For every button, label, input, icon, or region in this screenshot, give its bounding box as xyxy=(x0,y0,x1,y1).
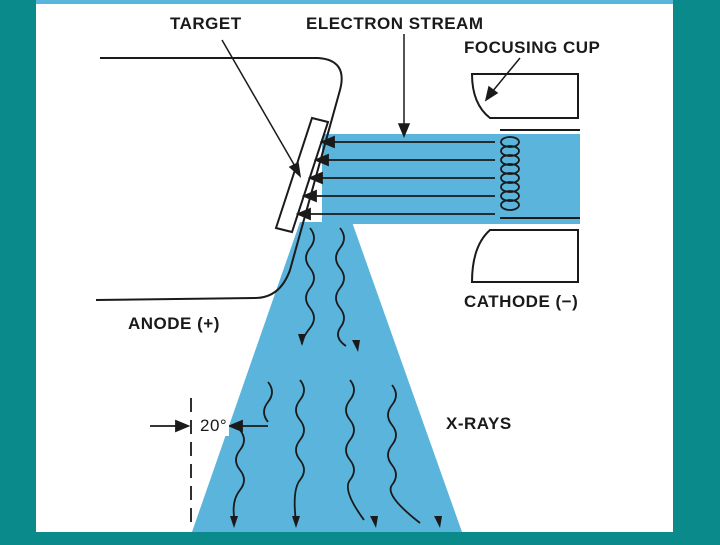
focusing-cup-lower xyxy=(470,229,579,283)
electron-stream-band xyxy=(322,134,580,224)
label-focusing-cup: FOCUSING CUP xyxy=(464,38,601,57)
xray-waves xyxy=(232,227,421,524)
label-anode: ANODE (+) xyxy=(128,314,220,333)
label-xrays: X-RAYS xyxy=(446,414,512,433)
angle-indicator xyxy=(150,398,268,528)
top-border-strip xyxy=(36,0,673,4)
cathode-filament xyxy=(500,136,520,211)
xray-beam xyxy=(192,222,462,532)
electron-arrows xyxy=(295,135,495,221)
label-cathode: CATHODE (−) xyxy=(464,292,579,311)
label-angle: 20° xyxy=(198,416,230,436)
label-target: TARGET xyxy=(170,14,242,33)
label-leaders xyxy=(221,34,521,178)
label-electron-stream: ELECTRON STREAM xyxy=(306,14,484,33)
xray-arrowheads xyxy=(230,334,442,528)
target-plate xyxy=(274,116,330,234)
